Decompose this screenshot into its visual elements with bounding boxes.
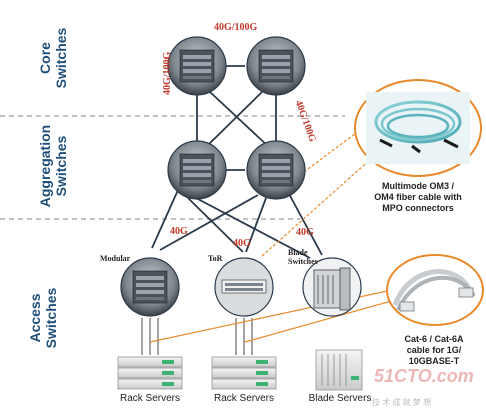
modular-label: Modular bbox=[100, 254, 131, 263]
copper-text-line3: 10GBASE-T bbox=[408, 356, 460, 366]
blade-servers-label: Blade Servers bbox=[308, 393, 372, 404]
blade-switches-line1: Blade bbox=[288, 248, 308, 257]
access-label-line2: Switches bbox=[43, 287, 59, 349]
access-switches-label: Access Switches bbox=[27, 268, 63, 368]
agg-right-modular-link bbox=[159, 194, 259, 251]
agg-mid-link-speed-label: 40G bbox=[233, 238, 251, 249]
core-links bbox=[196, 65, 277, 171]
blade-switches-label: Blade Switches bbox=[288, 248, 318, 266]
agg-access-links bbox=[151, 189, 323, 259]
fiber-text-line2: OM4 fiber cable with bbox=[374, 192, 462, 202]
agg-left-modular-link bbox=[151, 189, 179, 249]
agg-right-blade-link bbox=[287, 191, 323, 256]
copper-pointer bbox=[244, 299, 396, 343]
fiber-text-line3: MPO connectors bbox=[382, 203, 454, 213]
core-switch-right bbox=[246, 36, 306, 96]
core-switch-left bbox=[167, 36, 227, 96]
agg-left-link-speed-label: 40G bbox=[170, 226, 188, 237]
copper-cable-image bbox=[392, 269, 473, 306]
modular-access-switch bbox=[120, 257, 180, 317]
agg-right-tor-link bbox=[245, 197, 267, 253]
core-left-speed-text: 40G/100G bbox=[162, 51, 173, 95]
core-label-line2: Switches bbox=[53, 27, 69, 89]
core-left-agg-right-link bbox=[209, 91, 271, 149]
aggregation-label-line2: Switches bbox=[53, 135, 69, 197]
copper-text-line1: Cat-6 / Cat-6A bbox=[404, 334, 464, 344]
rack-servers-left bbox=[117, 356, 183, 390]
copper-callout-text: Cat-6 / Cat-6A cable for 1G/ 10GBASE-T bbox=[384, 334, 484, 367]
tor-label: ToR bbox=[208, 254, 223, 263]
copper-text-line2: cable for 1G/ bbox=[406, 345, 462, 355]
watermark-logo: 51CTO.com bbox=[374, 366, 474, 386]
fiber-cable-callout bbox=[354, 79, 482, 177]
copper-cable-callout bbox=[386, 254, 484, 326]
server-links bbox=[141, 318, 253, 355]
core-label-line1: Core bbox=[37, 42, 53, 74]
rack-servers-middle-label: Rack Servers bbox=[213, 393, 274, 404]
core-switches-label: Core Switches bbox=[37, 13, 73, 103]
aggregation-switches-label: Aggregation Switches bbox=[37, 106, 73, 226]
fiber-pointer bbox=[261, 157, 373, 257]
blade-switches-line2: Switches bbox=[288, 257, 318, 266]
fiber-callout-pointers bbox=[261, 129, 373, 257]
fiber-pointer bbox=[299, 129, 361, 176]
blade-servers-chassis bbox=[315, 349, 363, 391]
agg-left-blade-link bbox=[195, 197, 311, 259]
rack-servers-middle bbox=[211, 356, 277, 390]
blade-switches-access bbox=[302, 257, 362, 317]
access-label-line1: Access bbox=[27, 293, 43, 343]
fiber-text-line1: Multimode OM3 / bbox=[382, 181, 454, 191]
agg-left-tor-link bbox=[187, 197, 244, 253]
aggregation-switch-left bbox=[167, 140, 227, 200]
tor-access-switch bbox=[214, 257, 274, 317]
core-right-agg-left-link bbox=[204, 91, 263, 149]
watermark-slogan: 技 术 成 就 梦 想 bbox=[372, 398, 432, 407]
fiber-callout-text: Multimode OM3 / OM4 fiber cable with MPO… bbox=[356, 181, 480, 214]
rack-servers-left-label: Rack Servers bbox=[119, 393, 180, 404]
agg-right-link-speed-label: 40G bbox=[296, 227, 314, 238]
core-link-speed-label: 40G/100G bbox=[214, 22, 258, 33]
aggregation-switch-right bbox=[246, 140, 306, 200]
aggregation-label-line1: Aggregation bbox=[37, 124, 53, 208]
core-left-link-speed-label: 40G/100G bbox=[162, 52, 173, 95]
